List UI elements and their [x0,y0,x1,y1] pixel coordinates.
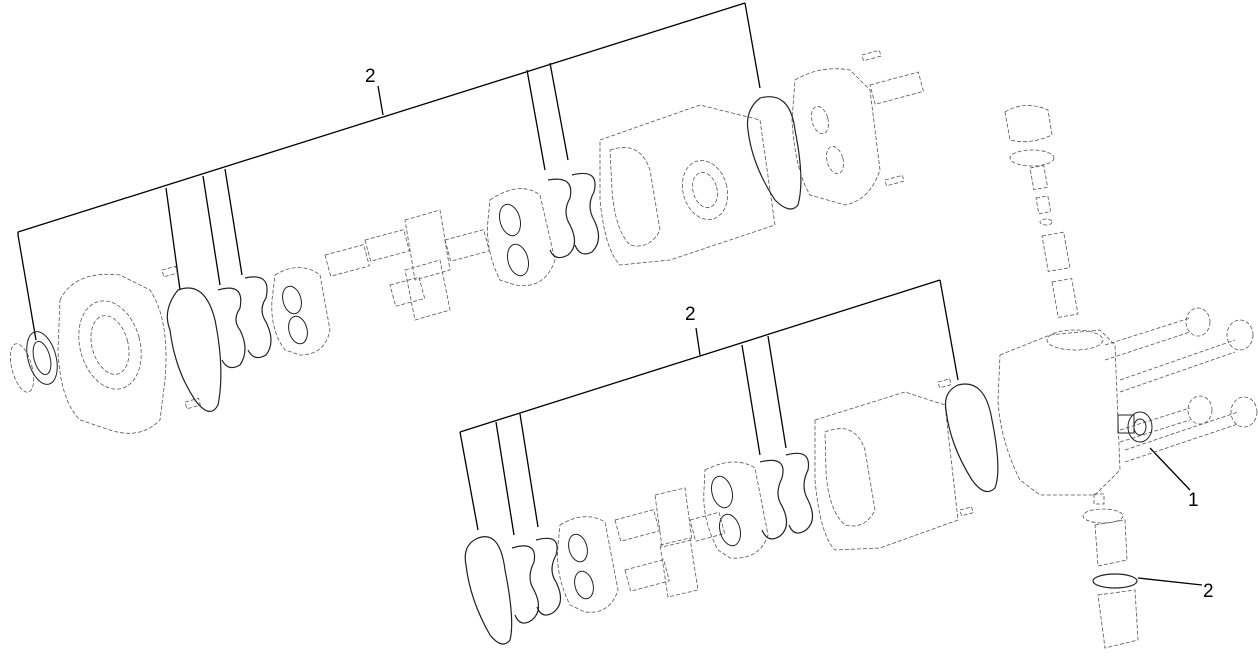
gasket [944,383,999,493]
callout-label: 2 [685,304,696,325]
dowel-pin [959,506,974,517]
gasket [746,96,802,210]
leader-line-bottom-2 [1137,577,1203,586]
wire-seal [547,178,576,259]
callout-label: 1 [1188,490,1199,511]
leader-tree-middle [459,279,959,536]
callout-label: 2 [1203,581,1214,602]
cap-screws [1104,307,1258,463]
wire-seal [785,452,814,534]
drive-gear-shaft [324,209,490,321]
driven-gear [614,487,726,598]
wire-seal [571,172,600,255]
callout-label: 2 [365,66,376,87]
leader-line-1 [1149,447,1191,491]
relief-plug-stack [1004,105,1079,318]
o-ring [1092,573,1138,589]
bottom-assembly [464,378,999,645]
wire-seal [244,276,272,359]
wear-plate [271,267,331,356]
wire-seal [759,459,788,540]
wire-seal [535,537,562,616]
bottom-plug-stack [1082,493,1139,649]
valve-body-assembly [997,105,1258,649]
wire-seal [511,545,540,624]
gear-housing [599,104,776,266]
wear-plate [703,461,769,559]
dowel-pin [161,265,178,278]
retaining-ring [9,343,35,393]
gasket [464,536,513,645]
dowel-pin [184,397,201,410]
leader-tree-top [17,2,761,341]
top-assembly [9,49,924,434]
gasket [166,287,222,412]
wear-plate [557,516,619,613]
dowel-pin [884,174,905,187]
relief-valve-cartridge [1117,411,1153,443]
gear-housing [814,391,959,551]
mounting-flange [57,273,167,434]
dowel-pin [937,378,952,389]
splined-shaft [869,71,924,105]
dowel-pin [861,49,882,62]
end-cover [791,68,881,206]
valve-housing [997,329,1121,496]
shaft-seal [26,331,58,385]
wire-seal [217,287,246,369]
wear-plate [487,188,556,287]
